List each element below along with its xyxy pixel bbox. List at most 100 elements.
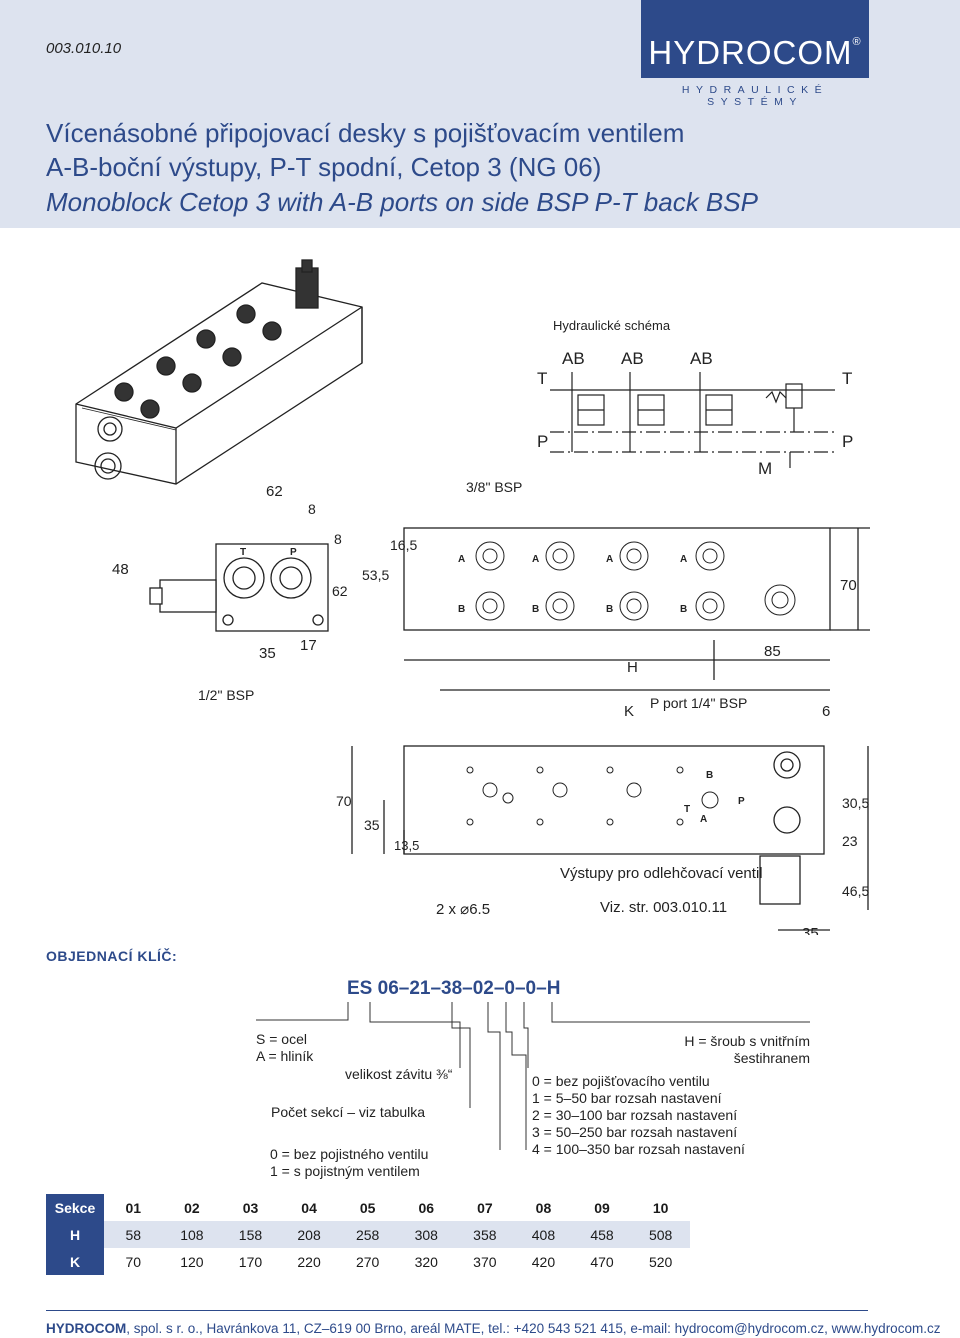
front-view bbox=[149, 543, 329, 632]
table-row: H 58 108 158 208 258 308 358 408 458 508 bbox=[46, 1221, 690, 1248]
relief-option-3: 3 = 50–250 bar rozsah nastavení bbox=[532, 1124, 738, 1140]
section-count: Počet sekcí – viz tabulka bbox=[271, 1104, 426, 1120]
dim-6: 6 bbox=[822, 703, 830, 720]
port-label-a4: A bbox=[680, 554, 687, 565]
table-cell: 58 bbox=[104, 1221, 163, 1248]
logo-tagline: HYDRAULICKÉ SYSTÉMY bbox=[681, 84, 829, 108]
table-cell: 408 bbox=[514, 1221, 573, 1248]
dim-62-side: 62 bbox=[332, 583, 348, 599]
row-label: K bbox=[46, 1248, 104, 1275]
port-label-b2: B bbox=[532, 604, 539, 615]
port-label-a2: A bbox=[532, 554, 539, 565]
table-cell: 08 bbox=[535, 1199, 552, 1216]
screw-option-line2: šestihranem bbox=[733, 1050, 810, 1066]
footer-company: HYDROCOM bbox=[46, 1321, 127, 1336]
schema-title: Hydraulické schéma bbox=[553, 318, 671, 333]
safety-valve-0: 0 = bez pojistného ventilu bbox=[270, 1146, 429, 1162]
relief-option-0: 0 = bez pojišťovacího ventilu bbox=[532, 1073, 710, 1089]
table-cell: 270 bbox=[355, 1253, 380, 1270]
thread-size: velikost závitu ⅜“ bbox=[345, 1066, 453, 1082]
port-label-b4: B bbox=[680, 604, 687, 615]
relief-option-1: 1 = 5–50 bar rozsah nastavení bbox=[532, 1090, 722, 1106]
dim-h: H bbox=[627, 659, 638, 676]
table-cell: 09 bbox=[594, 1199, 610, 1216]
document-code: 003.010.10 bbox=[46, 40, 122, 57]
dim-p-port: P port 1/4" BSP bbox=[650, 695, 747, 711]
schema-port-p-right: P bbox=[842, 432, 853, 451]
table-cell: 170 bbox=[238, 1253, 263, 1270]
port-label-b1: B bbox=[458, 604, 465, 615]
table-cell: 07 bbox=[477, 1199, 493, 1216]
table-cell: 04 bbox=[301, 1199, 317, 1216]
schema-port-m: M bbox=[758, 459, 772, 478]
relief-option-2: 2 = 30–100 bar rozsah nastavení bbox=[532, 1107, 738, 1123]
top-view bbox=[403, 527, 870, 691]
table-cell: 470 bbox=[590, 1253, 614, 1270]
dim-70-bottom: 70 bbox=[336, 793, 352, 809]
table-cell: 358 bbox=[455, 1221, 515, 1248]
row-label: H bbox=[46, 1221, 104, 1248]
table-cell: 420 bbox=[531, 1253, 556, 1270]
table-cell: 120 bbox=[180, 1253, 204, 1270]
relief-option-4: 4 = 100–350 bar rozsah nastavení bbox=[532, 1141, 745, 1157]
order-code: ES 06–21–38–02–0–0–H bbox=[347, 978, 561, 999]
logo-text: HYDROCOM bbox=[648, 34, 853, 71]
schema-port-t-left: T bbox=[537, 369, 547, 388]
dim-1-2-bsp: 1/2" BSP bbox=[198, 687, 254, 703]
logo-registered-mark: ® bbox=[852, 36, 862, 48]
table-cell: 70 bbox=[125, 1253, 142, 1270]
table-cell: 06 bbox=[418, 1199, 435, 1216]
dim-46-5: 46,5 bbox=[842, 883, 869, 899]
dim-35-right: 35 bbox=[802, 925, 819, 935]
port-label-t-front: T bbox=[240, 547, 246, 558]
table-cell: 458 bbox=[572, 1221, 632, 1248]
port-label-p-front: P bbox=[290, 547, 297, 558]
port-label-p-bottom: P bbox=[738, 796, 745, 807]
dim-30-5: 30,5 bbox=[842, 795, 869, 811]
note-outlets-relief-valve: Výstupy pro odlehčovací ventil bbox=[560, 865, 763, 882]
footer-divider bbox=[46, 1310, 868, 1311]
dim-8-top: 8 bbox=[308, 501, 316, 517]
table-row: K 70 120 170 220 270 320 370 420 470 520 bbox=[46, 1248, 690, 1275]
table-cell: 01 bbox=[125, 1199, 142, 1216]
footer-address: , spol. s r. o., Havránkova 11, CZ–619 0… bbox=[126, 1321, 941, 1336]
table-cell: 220 bbox=[297, 1253, 321, 1270]
hydraulic-schema bbox=[550, 372, 835, 468]
dim-17: 17 bbox=[300, 637, 317, 654]
dim-13-5: 13,5 bbox=[394, 838, 419, 853]
material-aluminium: A = hliník bbox=[256, 1048, 314, 1064]
schema-port-t-right: T bbox=[842, 369, 852, 388]
dim-35-bottom: 35 bbox=[364, 817, 380, 833]
safety-valve-1: 1 = s pojistným ventilem bbox=[270, 1163, 420, 1179]
port-label-b-bottom: B bbox=[706, 770, 713, 781]
company-logo: HYDROCOM® bbox=[641, 0, 869, 78]
dim-16-5: 16,5 bbox=[390, 537, 417, 553]
table-cell: 258 bbox=[338, 1221, 397, 1248]
dim-8-side: 8 bbox=[334, 531, 342, 547]
bottom-view bbox=[351, 745, 869, 931]
sections-table: Sekce 01 02 03 04 05 06 07 08 09 10 H 58… bbox=[46, 1194, 690, 1275]
material-steel: S = ocel bbox=[256, 1031, 307, 1047]
table-cell: 208 bbox=[279, 1221, 339, 1248]
port-label-a3: A bbox=[606, 554, 613, 565]
table-cell: 03 bbox=[242, 1199, 259, 1216]
footer: HYDROCOM, spol. s r. o., Havránkova 11, … bbox=[46, 1321, 940, 1336]
port-label-a1: A bbox=[458, 554, 465, 565]
dim-70-top: 70 bbox=[840, 577, 857, 594]
technical-drawing: Hydraulické schéma T AB AB AB T P P M 62… bbox=[75, 259, 870, 935]
dim-62-top: 62 bbox=[266, 483, 283, 500]
table-row: Sekce 01 02 03 04 05 06 07 08 09 10 bbox=[46, 1194, 690, 1221]
dim-35-front: 35 bbox=[259, 645, 276, 662]
table-cell: 320 bbox=[414, 1253, 438, 1270]
table-cell: 108 bbox=[162, 1221, 222, 1248]
dim-85: 85 bbox=[764, 643, 781, 660]
table-cell: 158 bbox=[221, 1221, 280, 1248]
table-cell: 10 bbox=[652, 1199, 669, 1216]
schema-port-ab-1: AB bbox=[562, 349, 585, 368]
schema-port-p-left: P bbox=[537, 432, 548, 451]
dim-k: K bbox=[624, 703, 634, 720]
note-see-page: Viz. str. 003.010.11 bbox=[600, 899, 727, 916]
dim-2x-6-5: 2 x ⌀6.5 bbox=[436, 901, 490, 918]
row-label: Sekce bbox=[46, 1194, 104, 1221]
